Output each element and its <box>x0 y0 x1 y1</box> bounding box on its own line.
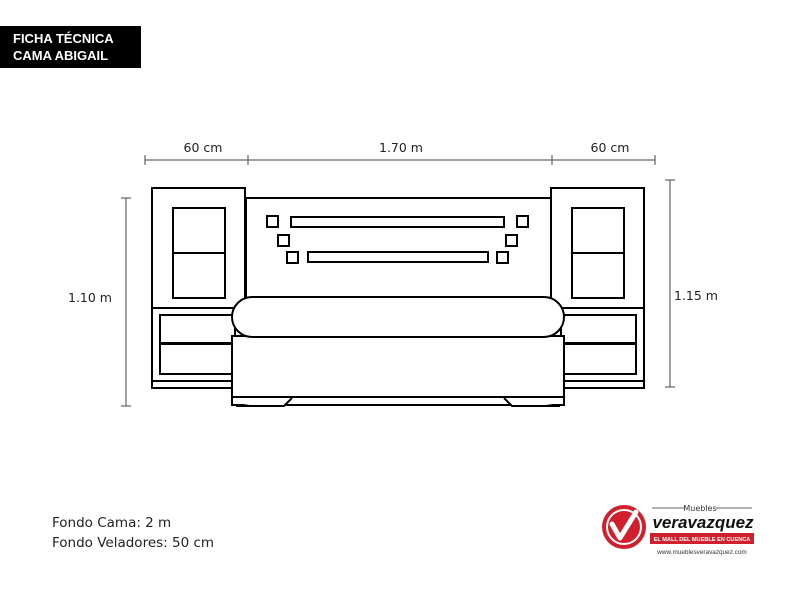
right-nightstand-width-label: 60 cm <box>591 140 630 155</box>
bed-width-label: 1.70 m <box>379 140 423 155</box>
logo-tagline: EL MALL DEL MUEBLE EN CUENCA <box>654 537 751 543</box>
title-block: FICHA TÉCNICA CAMA ABIGAIL <box>0 26 141 68</box>
left-nightstand-width-label: 60 cm <box>184 140 223 155</box>
right-drawer-lower <box>560 343 637 375</box>
headboard-bar-bottom <box>307 251 489 263</box>
width-dimension-lines <box>144 155 656 165</box>
nightstand-depth-spec: Fondo Veladores: 50 cm <box>52 535 215 551</box>
bed-depth-spec: Fondo Cama: 2 m <box>52 515 172 531</box>
logo-small-text: Muebles <box>683 504 716 513</box>
bed-bolster <box>231 296 565 338</box>
bed-right-foot <box>503 397 560 407</box>
title-line-2: CAMA ABIGAIL <box>13 48 109 63</box>
right-height-label: 1.15 m <box>674 288 718 303</box>
left-drawer-lower <box>159 343 236 375</box>
headboard-bar-top <box>290 216 505 228</box>
specifications: Fondo Cama: 2 m Fondo Veladores: 50 cm <box>52 513 214 553</box>
bed-left-foot <box>236 397 293 407</box>
right-drawer-upper <box>560 314 637 344</box>
checkmark-icon <box>609 509 639 541</box>
logo-brand: veravazquez <box>652 513 754 532</box>
title-line-1: FICHA TÉCNICA <box>13 31 114 46</box>
bed-footer <box>231 396 565 406</box>
height-dimension-lines <box>121 179 675 407</box>
logo-tagline-bar <box>650 533 754 544</box>
left-height-label: 1.10 m <box>68 290 112 305</box>
logo-website: www.mueblesveravazquez.com <box>656 549 747 556</box>
left-drawer-upper <box>159 314 236 344</box>
